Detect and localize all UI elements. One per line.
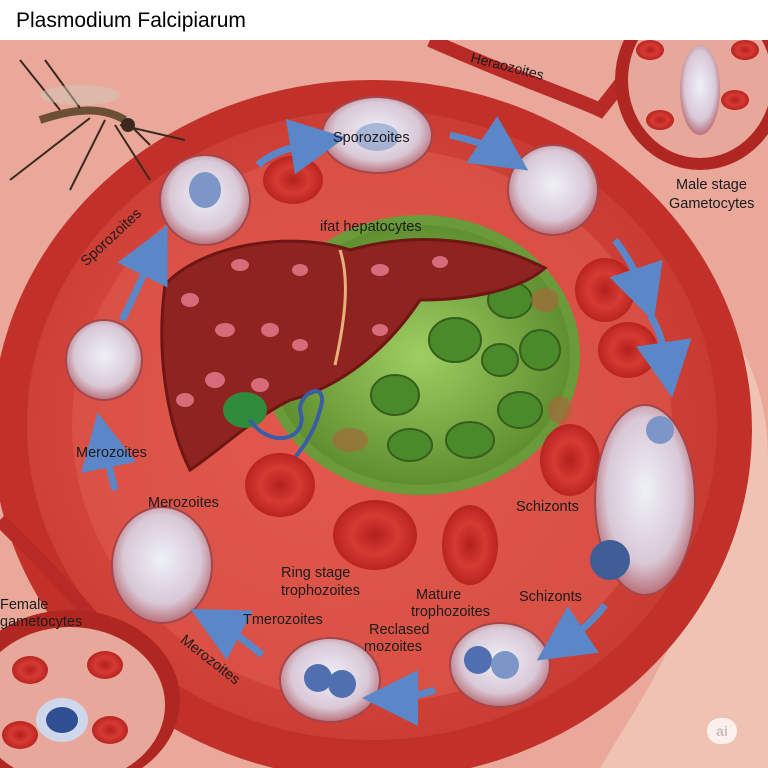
label-reclased-mozoites: mozoites: [364, 639, 423, 655]
label-schizonts-bottom: Schizonts: [519, 589, 582, 605]
label-merozoites-mid: Merozoites: [148, 495, 219, 511]
label-male-gametocytes: Gametocytes: [669, 196, 755, 212]
label-tmerozoites: Tmerozoites: [243, 612, 323, 628]
label-ring-trophozoites: trophozoites: [281, 583, 360, 599]
gametocyte-cell-topright: [615, 0, 768, 170]
ai-badge: ai: [707, 718, 737, 744]
label-mature: Mature: [416, 587, 462, 603]
mosquito-icon: [9, 59, 186, 191]
label-schizonts-mid: Schizonts: [516, 499, 579, 515]
parasite-stage-cells: [65, 96, 696, 723]
label-merozoites-left: Merozoites: [76, 445, 147, 461]
label-reclased: Reclased: [369, 622, 430, 638]
label-mature-trophozoites: trophozoites: [411, 604, 490, 620]
label-male-stage: Male stage: [676, 177, 747, 193]
label-ring-stage: Ring stage: [281, 565, 351, 581]
page-title: Plasmodium Falcipiarum: [16, 9, 246, 32]
label-ifat-hepatocytes: ifat hepatocytes: [320, 219, 422, 235]
gametocyte-cell-bottomleft: [0, 610, 180, 768]
title-bar: Plasmodium Falcipiarum: [0, 0, 768, 40]
label-female-gametocytes: gametocytes: [0, 614, 83, 630]
liver-icon: [160, 238, 548, 509]
label-female: Female: [0, 597, 49, 613]
arrow-icon: [81, 116, 692, 726]
label-sporozoites-top: Sporozoites: [333, 130, 410, 146]
